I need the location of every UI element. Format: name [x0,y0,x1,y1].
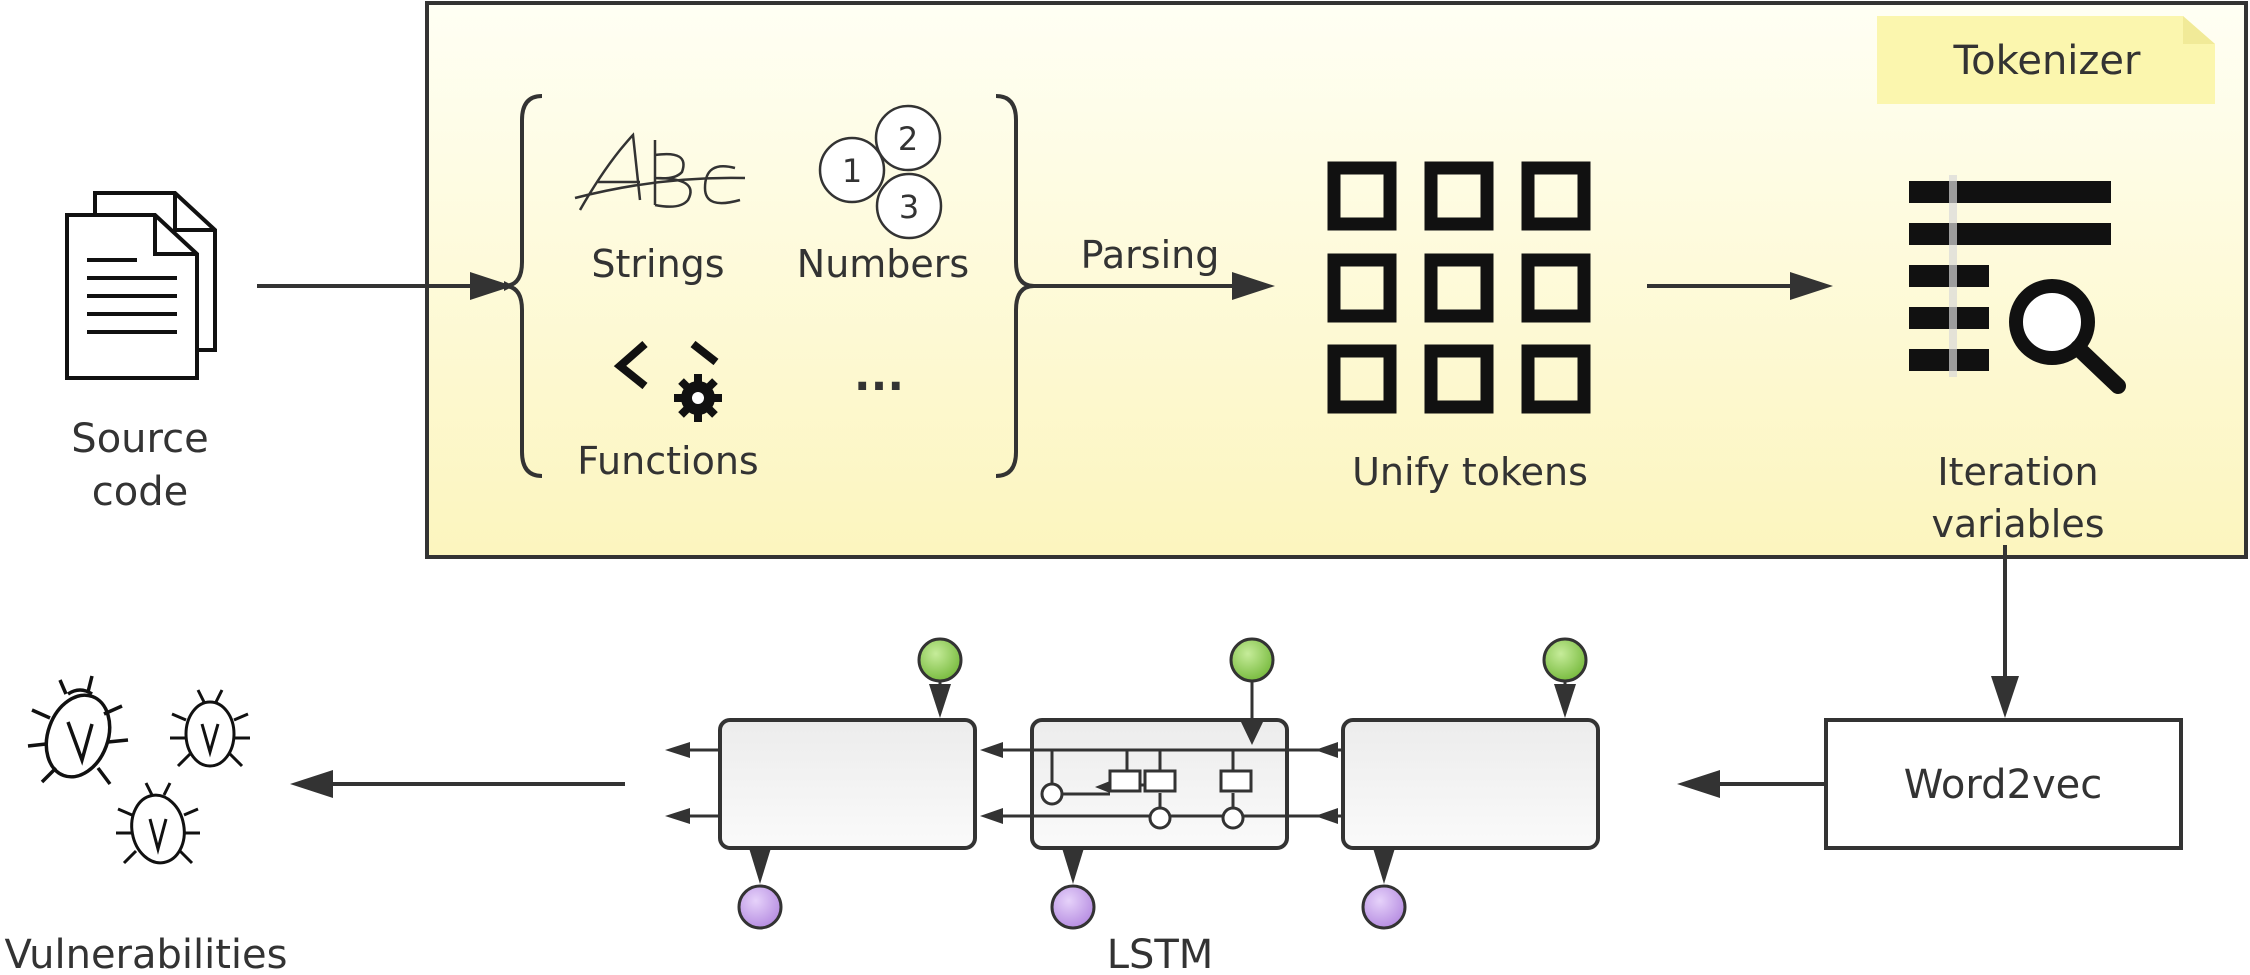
search-list-icon [1909,175,2126,394]
parsing-label: Parsing [1081,233,1220,277]
strings-icon [574,132,746,211]
gear-icon [674,374,722,422]
lstm-gates [1040,748,1253,830]
bug-icon [116,782,200,865]
numbers-icon: 1 2 3 [818,104,943,240]
more-token-types-ellipsis: ... [854,350,904,401]
iteration-label-line2: variables [1931,502,2104,546]
lstm-label: LSTM [1107,932,1214,975]
source-code-icon [65,191,217,380]
strings-label: Strings [591,242,724,286]
lstm-chain [665,637,1600,930]
functions-label: Functions [577,439,758,483]
arrowhead-unify [1790,272,1833,300]
unify-tokens-grid-icon [1327,161,1591,414]
arrowhead-word2vec [1991,676,2019,718]
word2vec-label: Word2vec [1904,762,2103,808]
lstm-output-node [1361,884,1407,930]
left-brace [503,94,543,478]
lstm-input-node [917,637,963,683]
lstm-cell-right [1341,718,1600,850]
bug-icon [170,689,250,768]
functions-icon [613,340,722,422]
arrowhead-parsing [1232,272,1275,300]
arrowhead-source [470,272,513,300]
tokenizer-title: Tokenizer [1953,38,2142,84]
lstm-input-node [1229,637,1275,683]
vulnerabilities-label: Vulnerabilities [4,932,287,975]
lstm-cell-left [718,718,977,850]
number-glyph-2: 2 [898,120,918,158]
lstm-output-node [737,884,783,930]
numbers-label: Numbers [797,242,969,286]
tokenizer-tag: Tokenizer [1877,16,2215,104]
lstm-input-node [1542,637,1588,683]
number-glyph-1: 1 [842,152,862,190]
lstm-output-node [1050,884,1096,930]
iteration-label-line1: Iteration [1937,450,2098,494]
arrowhead-vulnerabilities [290,770,333,798]
source-code-label-line1: Source [71,416,208,462]
bug-icon [27,675,129,786]
number-glyph-3: 3 [899,188,919,226]
arrowhead-lstm-in [1677,770,1720,798]
unify-tokens-label: Unify tokens [1352,450,1588,494]
source-code-label-line2: code [92,469,188,515]
